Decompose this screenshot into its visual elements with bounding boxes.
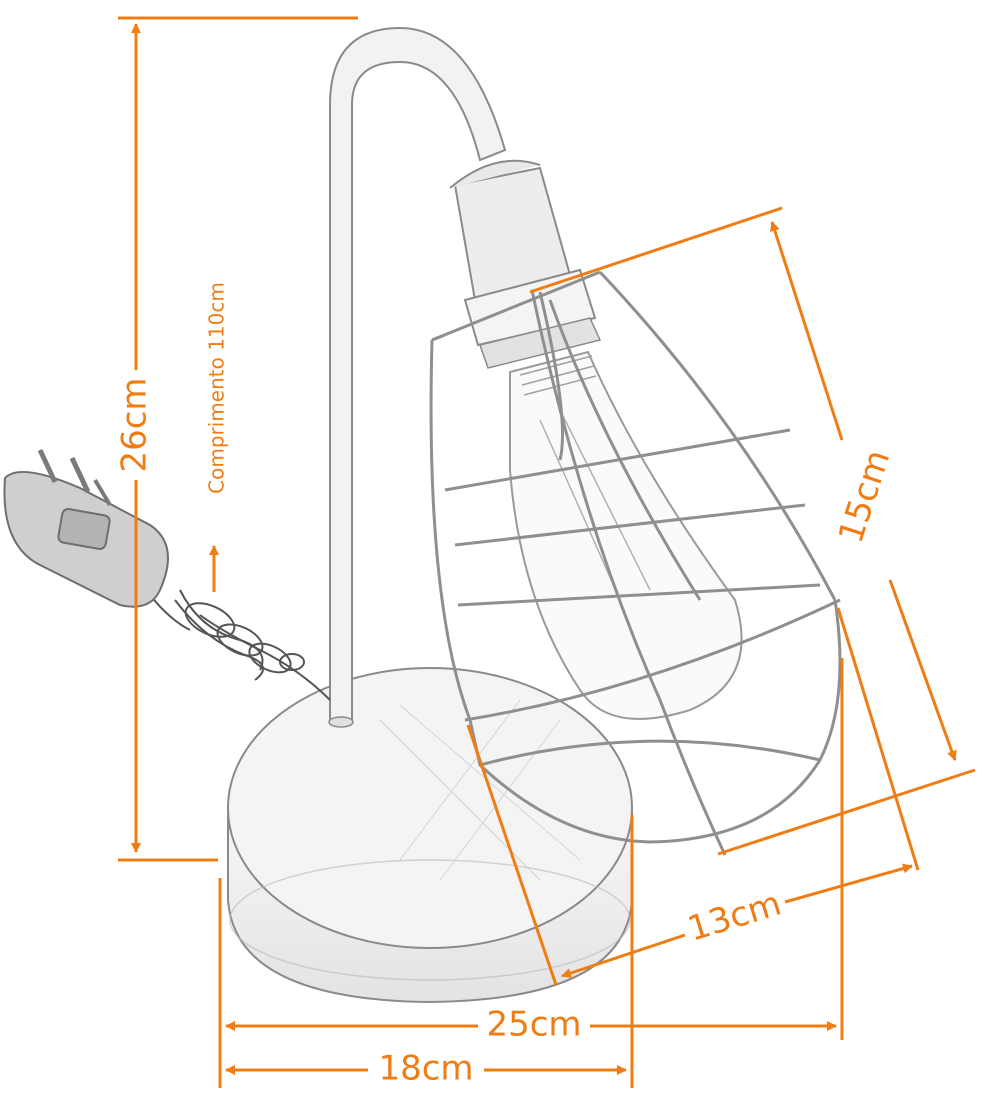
cage-width-label: 13cm <box>683 884 786 950</box>
cage-height-extension-bottom <box>717 768 976 856</box>
lamp-cage <box>429 270 842 856</box>
dimension-lines <box>118 16 976 1088</box>
total-width-label: 25cm <box>486 1005 581 1045</box>
lamp-socket <box>449 159 602 369</box>
lamp-illustration <box>3 26 842 1004</box>
base-width-label: 18cm <box>378 1049 473 1089</box>
cage-height-arrow-lower <box>888 579 957 761</box>
cage-width-arrow-left <box>561 933 686 978</box>
lamp-stem <box>328 26 507 728</box>
cage-width-extension-right <box>836 607 920 871</box>
cage-width-extension-left <box>466 724 558 986</box>
height-label: 26cm <box>115 377 155 472</box>
cage-height-extension-top <box>529 206 783 294</box>
cage-height-arrow-upper <box>769 221 844 441</box>
cable-length-label: Comprimento 110cm <box>205 282 229 494</box>
power-cable <box>149 589 331 701</box>
power-plug-icon <box>3 448 169 608</box>
lamp-base <box>227 667 633 1004</box>
cage-width-arrow-right <box>784 863 913 904</box>
cage-height-label: 15cm <box>831 445 898 548</box>
